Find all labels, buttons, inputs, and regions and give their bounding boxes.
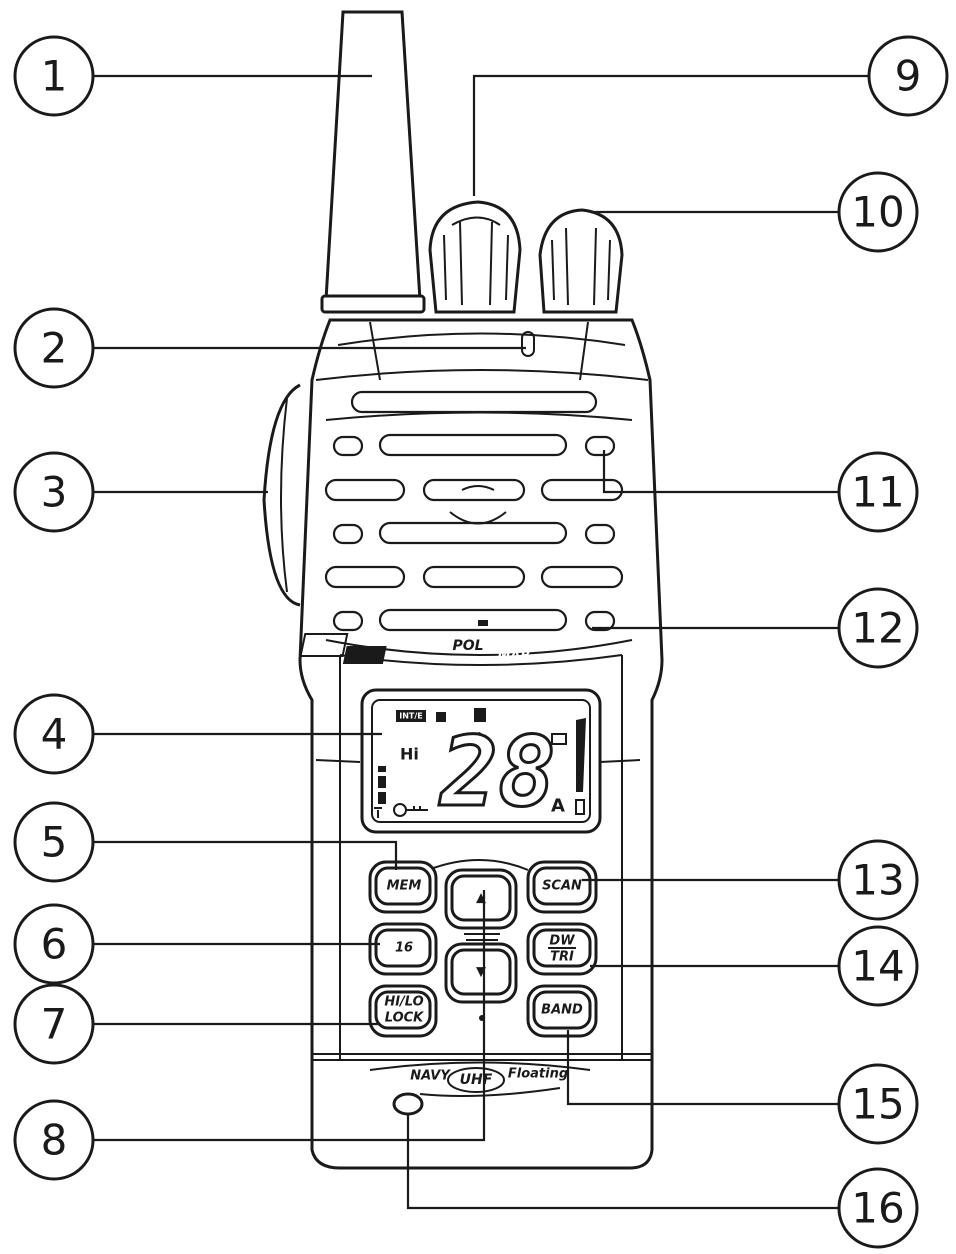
callout-2: 2	[13, 307, 95, 389]
mem-button[interactable]: MEM	[368, 860, 438, 914]
svg-text:8: 8	[41, 1116, 68, 1165]
callout-5: 5	[13, 801, 95, 883]
svg-text:9: 9	[895, 52, 922, 101]
callout-12: 12	[837, 587, 919, 669]
squelch-knob	[538, 208, 624, 314]
callout-7: 7	[13, 983, 95, 1065]
speaker-grille	[324, 433, 624, 632]
lcd-band-letter: A	[551, 796, 565, 817]
callout-16: 16	[837, 1167, 919, 1249]
footer-uhf: UHF	[460, 1072, 493, 1088]
down-arrow-icon: ▼	[476, 965, 486, 980]
svg-text:4: 4	[41, 710, 68, 759]
band-label: BAND	[541, 1003, 583, 1018]
footer-logo: NAVY UHF Floating	[369, 1061, 591, 1097]
callout-1: 1	[13, 35, 95, 117]
footer-navy: NAVY	[410, 1069, 451, 1084]
callout-14: 14	[837, 925, 919, 1007]
lanyard-hole	[392, 1092, 424, 1116]
lcd-badge: INT/E	[399, 712, 423, 721]
svg-text:1: 1	[41, 52, 68, 101]
channel-16-label: 16	[395, 941, 413, 956]
callout-15: 15	[837, 1063, 919, 1145]
channel-16-button[interactable]: 16	[368, 922, 438, 976]
dw-tri-button[interactable]: DW TRI	[526, 922, 598, 976]
keypad: MEM 16 HI/LO LOCK ▲ ▼ SCAN	[368, 859, 598, 1038]
callout-4: 4	[13, 693, 95, 775]
callout-8: 8	[13, 1099, 95, 1181]
callout-10: 10	[837, 171, 919, 253]
mem-label: MEM	[387, 879, 422, 894]
volume-knob	[428, 200, 522, 314]
led-indicator	[521, 331, 535, 357]
callout-3: 3	[13, 451, 95, 533]
callout-9: 9	[867, 35, 949, 117]
hilo-label: HI/LO	[384, 995, 423, 1010]
svg-text:5: 5	[41, 818, 68, 867]
footer-floating: Floating	[508, 1067, 568, 1082]
svg-text:6: 6	[41, 920, 68, 969]
band-button[interactable]: BAND	[526, 984, 598, 1038]
lcd-display: INT/E Hi 28 A	[360, 688, 602, 834]
leader-lines	[94, 74, 870, 1210]
callouts: 1 2 3 4 5 6 7 8 9 10 11 12 13 14 15 16	[13, 35, 949, 1249]
brand-logo: POL MAR	[299, 633, 531, 664]
svg-text:13: 13	[851, 856, 904, 905]
svg-text:14: 14	[851, 942, 904, 991]
callout-13: 13	[837, 839, 919, 921]
callout-11: 11	[837, 451, 919, 533]
antenna	[320, 10, 426, 314]
scan-button[interactable]: SCAN	[526, 860, 598, 914]
svg-text:11: 11	[851, 468, 904, 517]
brand-pol: POL	[452, 638, 483, 654]
svg-text:16: 16	[851, 1184, 904, 1233]
callout-6: 6	[13, 903, 95, 985]
lcd-channel: 28	[438, 716, 556, 828]
up-arrow-icon: ▲	[476, 891, 486, 906]
lcd-power: Hi	[400, 745, 419, 764]
svg-text:10: 10	[851, 188, 904, 237]
tri-label: TRI	[550, 950, 574, 965]
svg-text:7: 7	[41, 1000, 68, 1049]
svg-text:2: 2	[41, 324, 68, 373]
svg-text:15: 15	[851, 1080, 904, 1129]
up-button[interactable]: ▲	[444, 868, 518, 930]
brand-mar: MAR	[497, 649, 530, 664]
lock-label: LOCK	[385, 1011, 424, 1026]
svg-text:3: 3	[41, 468, 68, 517]
hilo-lock-button[interactable]: HI/LO LOCK	[368, 984, 438, 1038]
svg-text:12: 12	[851, 604, 904, 653]
down-button[interactable]: ▼	[444, 942, 518, 1004]
scan-label: SCAN	[542, 879, 582, 894]
dw-label: DW	[549, 934, 575, 949]
